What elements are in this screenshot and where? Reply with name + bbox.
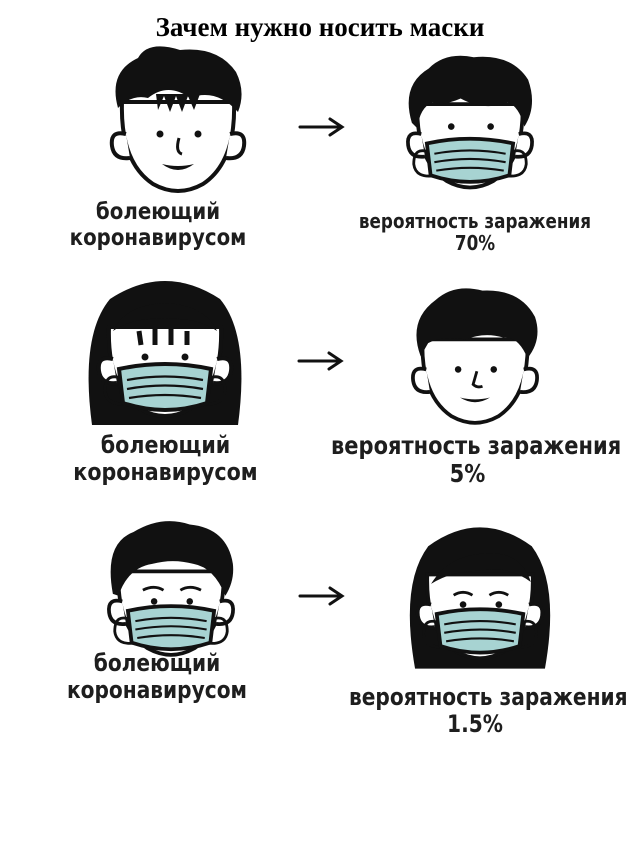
sick-label: болеющий коронавирусом — [69, 199, 247, 251]
arrow-right-icon — [298, 586, 345, 606]
sick-person-unmasked-icon — [109, 46, 247, 193]
sick-person-masked-icon — [107, 521, 235, 657]
infection-chance-label: вероятность заражения 1.5% — [349, 683, 628, 738]
arrow-right-icon — [297, 351, 344, 371]
sick-person-masked-icon — [88, 281, 242, 425]
healthy-person-masked-icon — [409, 527, 551, 669]
sick-label: болеющий коронавирусом — [73, 431, 258, 486]
infection-chance-value: 5% — [449, 459, 486, 488]
infection-chance-value: 1.5% — [447, 709, 503, 738]
healthy-person-unmasked-icon — [411, 288, 539, 425]
healthy-person-masked-icon — [406, 55, 534, 190]
infection-chance-value: 70% — [454, 231, 496, 256]
page-title: Зачем нужно носить маски — [155, 12, 485, 42]
infection-chance-label: вероятность заражения 70% — [353, 210, 597, 255]
sick-label: болеющий коронавирусом — [66, 649, 248, 704]
infection-chance-label: вероятность заражения 5% — [331, 431, 622, 488]
arrow-right-icon — [298, 117, 345, 137]
